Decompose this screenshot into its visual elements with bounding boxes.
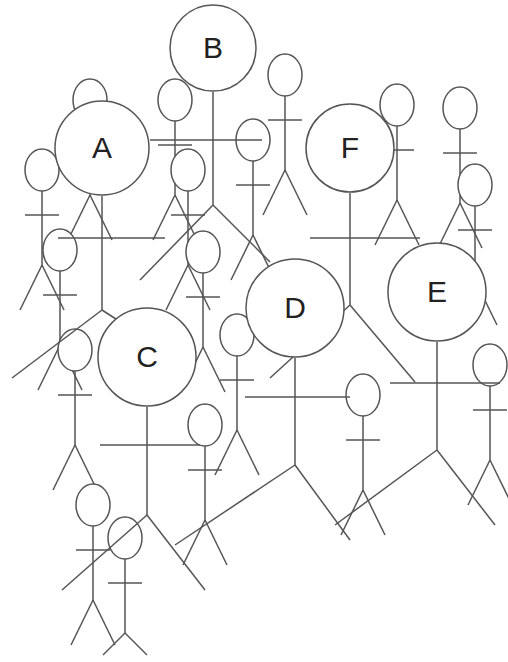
small-figure [341,374,385,535]
node-letter: F [305,103,395,193]
big-figure-body [140,92,270,280]
node-letter: C [97,307,197,407]
node-letter: A [54,100,150,196]
node-letter: B [169,4,257,92]
small-figure [215,314,259,475]
head-circle: C [97,307,197,407]
head-circle: B [169,4,257,92]
small-figure [183,404,227,565]
head-circle: A [54,100,150,196]
node-letter: D [245,258,345,358]
head-circle: F [305,103,395,193]
head-circle: E [387,242,487,342]
big-figure-body [62,407,205,590]
big-figure-body [175,358,350,545]
head-circle: D [245,258,345,358]
small-figure [53,329,97,490]
small-figure [71,484,115,645]
big-figure-body [335,342,500,525]
small-figure [231,119,275,280]
small-figure [468,344,508,505]
node-letter: E [387,242,487,342]
small-figure [103,517,147,655]
